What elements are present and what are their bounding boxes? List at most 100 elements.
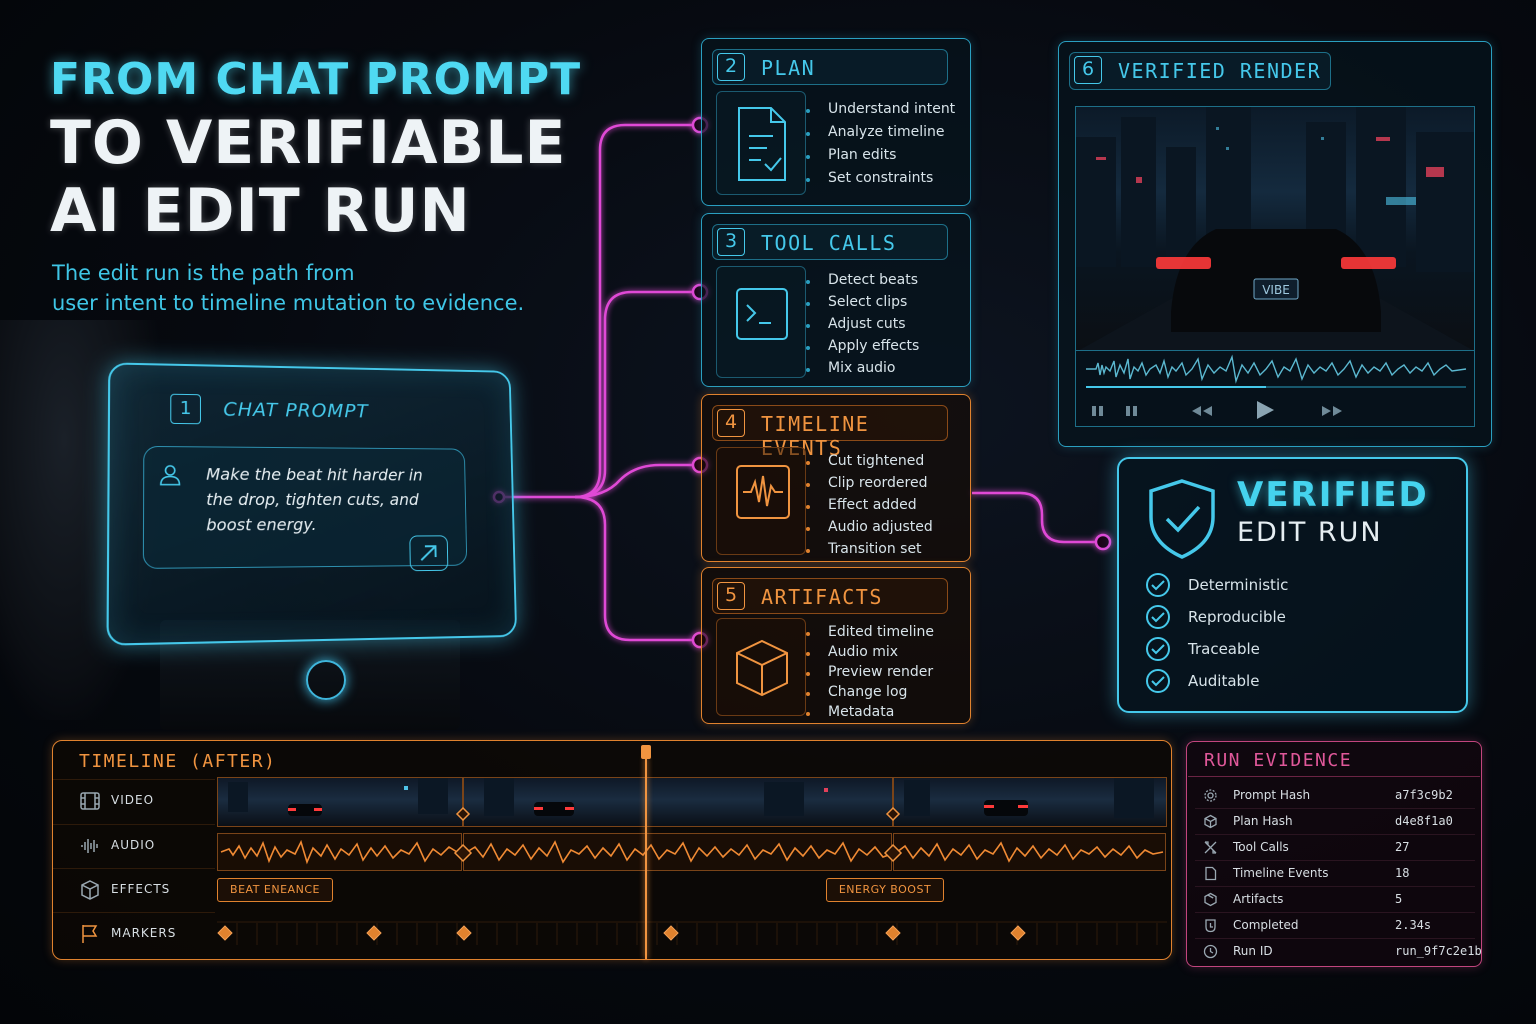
step-header: 6 VERIFIED RENDER bbox=[1069, 52, 1331, 90]
shield-check-icon bbox=[1149, 479, 1215, 559]
chat-message-bubble[interactable]: Make the beat hit harder in the drop, ti… bbox=[142, 445, 468, 572]
terminal-icon bbox=[736, 288, 788, 340]
track-markers[interactable]: MARKERS bbox=[53, 912, 215, 956]
run-evidence-panel: RUN EVIDENCE Prompt Hash a7f3c9b2 Plan H… bbox=[1186, 741, 1482, 967]
step-header: 5 ARTIFACTS bbox=[712, 578, 948, 614]
fast-forward-icon[interactable] bbox=[1320, 403, 1344, 417]
list-item: Change log bbox=[806, 684, 934, 704]
cube-icon bbox=[1204, 814, 1217, 829]
evidence-key: Plan Hash bbox=[1233, 814, 1293, 828]
timer-icon bbox=[1205, 919, 1216, 933]
render-preview: VIBE bbox=[1075, 106, 1475, 351]
list-item: Plan edits bbox=[805, 147, 955, 170]
check-circle-icon bbox=[1146, 573, 1170, 597]
play-icon[interactable] bbox=[1254, 399, 1276, 421]
evidence-value: d4e8f1a0 bbox=[1395, 814, 1453, 828]
verified-item-label: Deterministic bbox=[1188, 576, 1289, 594]
list-item: Analyze timeline bbox=[805, 124, 955, 147]
evidence-row: Plan Hash d4e8f1a0 bbox=[1195, 809, 1475, 835]
clip-thumbnail bbox=[484, 778, 828, 816]
step-number: 5 bbox=[717, 582, 745, 610]
timeline-title: TIMELINE (AFTER) bbox=[79, 751, 277, 772]
check-circle-icon bbox=[1146, 605, 1170, 629]
cube-icon bbox=[736, 639, 788, 697]
track-effects[interactable]: EFFECTS bbox=[53, 868, 215, 912]
track-label: MARKERS bbox=[111, 926, 177, 940]
check-circle-icon bbox=[1146, 637, 1170, 661]
step-number: 4 bbox=[717, 409, 745, 437]
track-label: AUDIO bbox=[111, 838, 156, 852]
list-item: Adjust cuts bbox=[805, 316, 919, 338]
chat-prompt-label: CHAT PROMPT bbox=[223, 398, 369, 423]
city-night-scene: VIBE bbox=[1076, 107, 1474, 350]
clip-thumbnail bbox=[904, 778, 1154, 818]
list-item: Set constraints bbox=[805, 170, 955, 193]
step-tool-calls: 3 TOOL CALLS Detect beats Select clips A… bbox=[701, 213, 971, 387]
audio-wave-icon bbox=[81, 839, 98, 853]
video-clip[interactable] bbox=[893, 777, 1167, 827]
step-header: 4 TIMELINE EVENTS bbox=[712, 405, 948, 460]
cube-icon bbox=[81, 880, 99, 900]
step-items: Edited timeline Audio mix Preview render… bbox=[806, 624, 934, 724]
audio-track-waveform bbox=[217, 833, 1166, 871]
track-audio[interactable]: AUDIO bbox=[53, 824, 215, 868]
evidence-value: 5 bbox=[1395, 892, 1403, 906]
verified-edit-run-panel: VERIFIED EDIT RUN Deterministic Reproduc… bbox=[1117, 457, 1468, 713]
step-icon-frame bbox=[716, 618, 806, 716]
pause-icon[interactable] bbox=[1090, 403, 1106, 417]
evidence-value: 2.34s bbox=[1395, 918, 1432, 932]
step-title: PLAN bbox=[761, 56, 816, 80]
marker-ruler bbox=[217, 921, 1167, 945]
video-clip[interactable] bbox=[217, 777, 463, 827]
stop-icon[interactable] bbox=[1124, 403, 1140, 417]
list-item: Mix audio bbox=[805, 360, 919, 382]
title-line-3: AI EDIT RUN bbox=[50, 176, 471, 246]
list-item: Apply effects bbox=[805, 338, 919, 360]
title-line-1: FROM CHAT PROMPT bbox=[50, 54, 582, 105]
evidence-key: Tool Calls bbox=[1233, 840, 1289, 854]
gear-icon bbox=[1204, 789, 1217, 802]
step-header: 3 TOOL CALLS bbox=[712, 224, 948, 260]
evidence-value: a7f3c9b2 bbox=[1395, 788, 1453, 802]
check-circle-icon bbox=[1146, 669, 1170, 693]
playhead[interactable] bbox=[640, 745, 652, 959]
effect-tag[interactable]: BEAT ENEANCE bbox=[217, 878, 333, 902]
verified-item-label: Auditable bbox=[1188, 672, 1260, 690]
clip-thumbnail bbox=[228, 778, 448, 816]
list-item: Select clips bbox=[805, 294, 919, 316]
rewind-icon[interactable] bbox=[1190, 403, 1214, 417]
video-clip[interactable] bbox=[463, 777, 893, 827]
playhead-line bbox=[645, 757, 647, 959]
step-items: Understand intent Analyze timeline Plan … bbox=[805, 101, 955, 193]
step-icon-frame bbox=[716, 91, 806, 195]
step-plan: 2 PLAN Understand intent Analyze timelin… bbox=[701, 38, 971, 206]
tools-icon bbox=[1204, 841, 1217, 854]
playhead-handle[interactable] bbox=[641, 745, 651, 759]
step-number: 2 bbox=[717, 53, 745, 81]
document-check-icon bbox=[738, 107, 786, 181]
step-header: 2 PLAN bbox=[712, 49, 948, 85]
step-icon-frame bbox=[716, 266, 806, 378]
step-icon-frame bbox=[716, 447, 806, 555]
verified-item-label: Reproducible bbox=[1188, 608, 1286, 626]
evidence-key: Run ID bbox=[1233, 944, 1273, 958]
evidence-row: Artifacts 5 bbox=[1195, 887, 1475, 913]
title-line-2: TO VERIFIABLE bbox=[50, 108, 567, 178]
track-video[interactable]: VIDEO bbox=[53, 779, 215, 823]
effect-tag[interactable]: ENERGY BOOST bbox=[826, 878, 944, 902]
step-title: TOOL CALLS bbox=[761, 231, 897, 255]
list-item: Audio mix bbox=[806, 644, 934, 664]
step-items: Detect beats Select clips Adjust cuts Ap… bbox=[805, 272, 919, 382]
evidence-header: RUN EVIDENCE bbox=[1188, 743, 1480, 777]
step-timeline-events: 4 TIMELINE EVENTS Cut tightened Clip reo… bbox=[701, 394, 971, 562]
verified-title: VERIFIED bbox=[1237, 475, 1429, 515]
step-title: ARTIFACTS bbox=[761, 585, 883, 609]
send-button[interactable] bbox=[409, 535, 449, 572]
evidence-key: Artifacts bbox=[1233, 892, 1284, 906]
step-number: 6 bbox=[1074, 56, 1102, 84]
subtitle: The edit run is the path from user inten… bbox=[52, 258, 524, 318]
step-title: VERIFIED RENDER bbox=[1118, 59, 1322, 83]
step-artifacts: 5 ARTIFACTS Edited timeline Audio mix Pr… bbox=[701, 567, 971, 724]
track-label: EFFECTS bbox=[111, 882, 171, 896]
list-item: Detect beats bbox=[805, 272, 919, 294]
